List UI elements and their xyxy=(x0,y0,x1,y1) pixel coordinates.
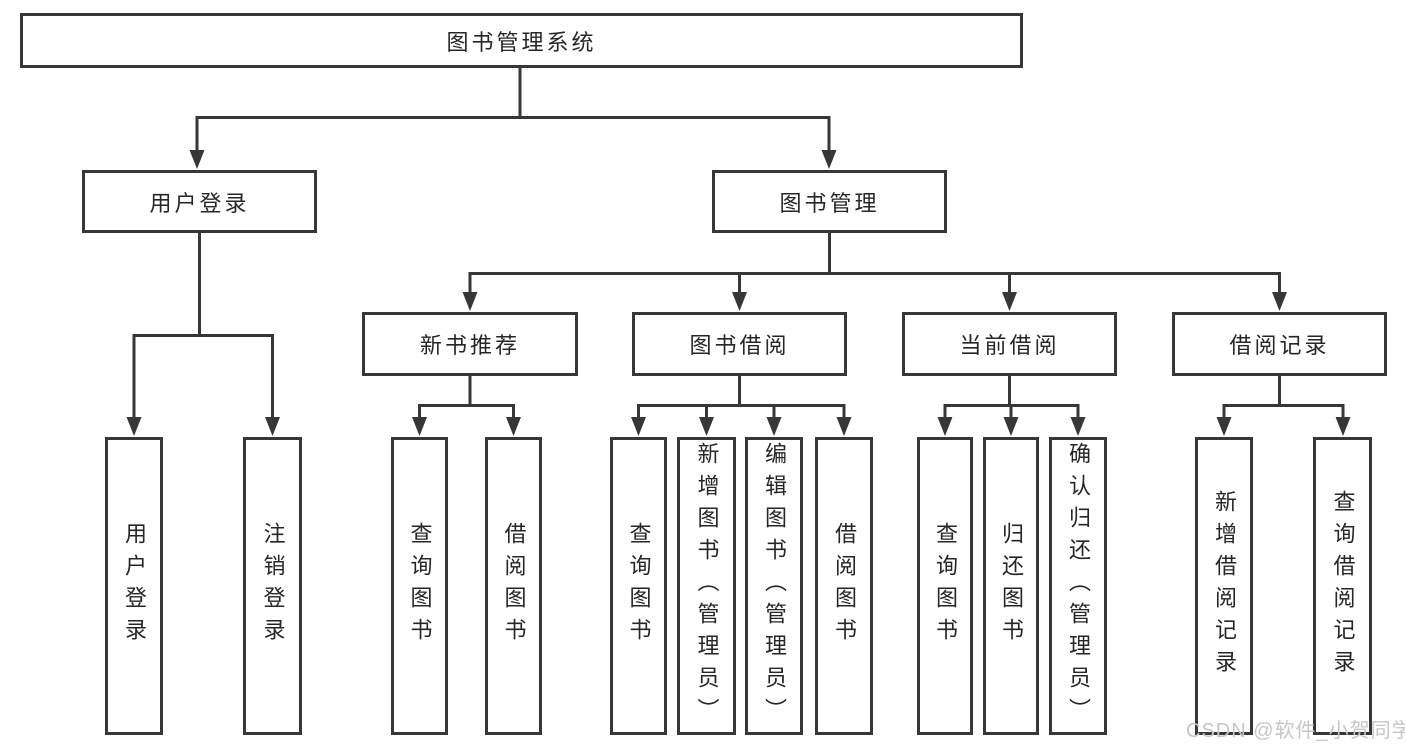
leaf-add-borrow-record-label: 新增借阅记录 xyxy=(1212,490,1237,682)
arrow-down-icon xyxy=(462,292,478,311)
node-book-borrow-label: 图书借阅 xyxy=(689,333,790,358)
leaf-query-books-recommend-label: 查询图书 xyxy=(407,522,433,650)
leaf-return-book-label: 归还图书 xyxy=(999,522,1024,650)
node-book-management: 图书管理 xyxy=(712,170,947,233)
arrow-down-icon xyxy=(836,417,852,436)
arrow-down-icon xyxy=(1335,417,1351,436)
arrow-down-icon xyxy=(766,417,782,436)
leaf-query-borrow-record: 查询借阅记录 xyxy=(1313,437,1372,735)
arrow-down-icon xyxy=(506,417,521,436)
leaf-add-book-admin-label: 新增图书（管理员） xyxy=(694,442,720,730)
arrow-down-icon xyxy=(1002,292,1017,311)
node-borrow-records-label: 借阅记录 xyxy=(1229,333,1330,358)
arrow-down-icon xyxy=(732,292,747,311)
leaf-query-books-current: 查询图书 xyxy=(917,437,973,735)
leaf-query-books-current-label: 查询图书 xyxy=(933,522,958,650)
node-current-borrow: 当前借阅 xyxy=(902,312,1117,376)
arrow-down-icon xyxy=(189,150,205,169)
arrow-down-icon xyxy=(1070,417,1086,436)
leaf-query-books-borrow-label: 查询图书 xyxy=(626,522,652,650)
arrow-down-icon xyxy=(821,150,837,169)
node-book-borrow: 图书借阅 xyxy=(632,312,847,376)
leaf-borrow-books: 借阅图书 xyxy=(815,437,873,735)
leaf-borrow-books-label: 借阅图书 xyxy=(832,522,857,650)
leaf-logout: 注销登录 xyxy=(243,437,302,735)
arrow-down-icon xyxy=(1003,417,1019,436)
leaf-user-login: 用户登录 xyxy=(105,437,163,735)
leaf-confirm-return-admin-label: 确认归还（管理员） xyxy=(1066,442,1091,730)
leaf-borrow-books-recommend: 借阅图书 xyxy=(485,437,542,735)
arrow-down-icon xyxy=(631,417,646,436)
watermark: CSDN @软件_小贺同学 xyxy=(1186,720,1405,742)
leaf-return-book: 归还图书 xyxy=(983,437,1039,735)
node-user-login: 用户登录 xyxy=(82,170,317,233)
node-user-login-label: 用户登录 xyxy=(149,190,250,216)
leaf-add-borrow-record: 新增借阅记录 xyxy=(1195,437,1253,735)
leaf-confirm-return-admin: 确认归还（管理员） xyxy=(1049,437,1107,735)
arrow-down-icon xyxy=(412,417,427,436)
node-borrow-records: 借阅记录 xyxy=(1172,312,1387,376)
arrow-down-icon xyxy=(265,417,280,436)
node-new-book-recommend-label: 新书推荐 xyxy=(419,333,520,358)
leaf-add-book-admin: 新增图书（管理员） xyxy=(677,437,736,735)
node-root-label: 图书管理系统 xyxy=(446,29,597,55)
arrow-down-icon xyxy=(937,417,953,436)
leaf-edit-book-admin-label: 编辑图书（管理员） xyxy=(762,442,787,730)
node-current-borrow-label: 当前借阅 xyxy=(959,333,1060,358)
leaf-query-books-recommend: 查询图书 xyxy=(391,437,448,735)
arrow-down-icon xyxy=(699,417,714,436)
arrow-down-icon xyxy=(126,417,142,436)
leaf-edit-book-admin: 编辑图书（管理员） xyxy=(745,437,803,735)
leaf-user-login-label: 用户登录 xyxy=(122,522,147,650)
leaf-borrow-books-recommend-label: 借阅图书 xyxy=(501,522,527,650)
arrow-down-icon xyxy=(1272,292,1287,311)
node-book-management-label: 图书管理 xyxy=(779,190,880,216)
leaf-logout-label: 注销登录 xyxy=(260,522,286,650)
node-root: 图书管理系统 xyxy=(20,13,1023,68)
node-new-book-recommend: 新书推荐 xyxy=(362,312,578,376)
leaf-query-borrow-record-label: 查询借阅记录 xyxy=(1330,490,1356,682)
leaf-query-books-borrow: 查询图书 xyxy=(610,437,667,735)
arrow-down-icon xyxy=(1216,417,1232,436)
